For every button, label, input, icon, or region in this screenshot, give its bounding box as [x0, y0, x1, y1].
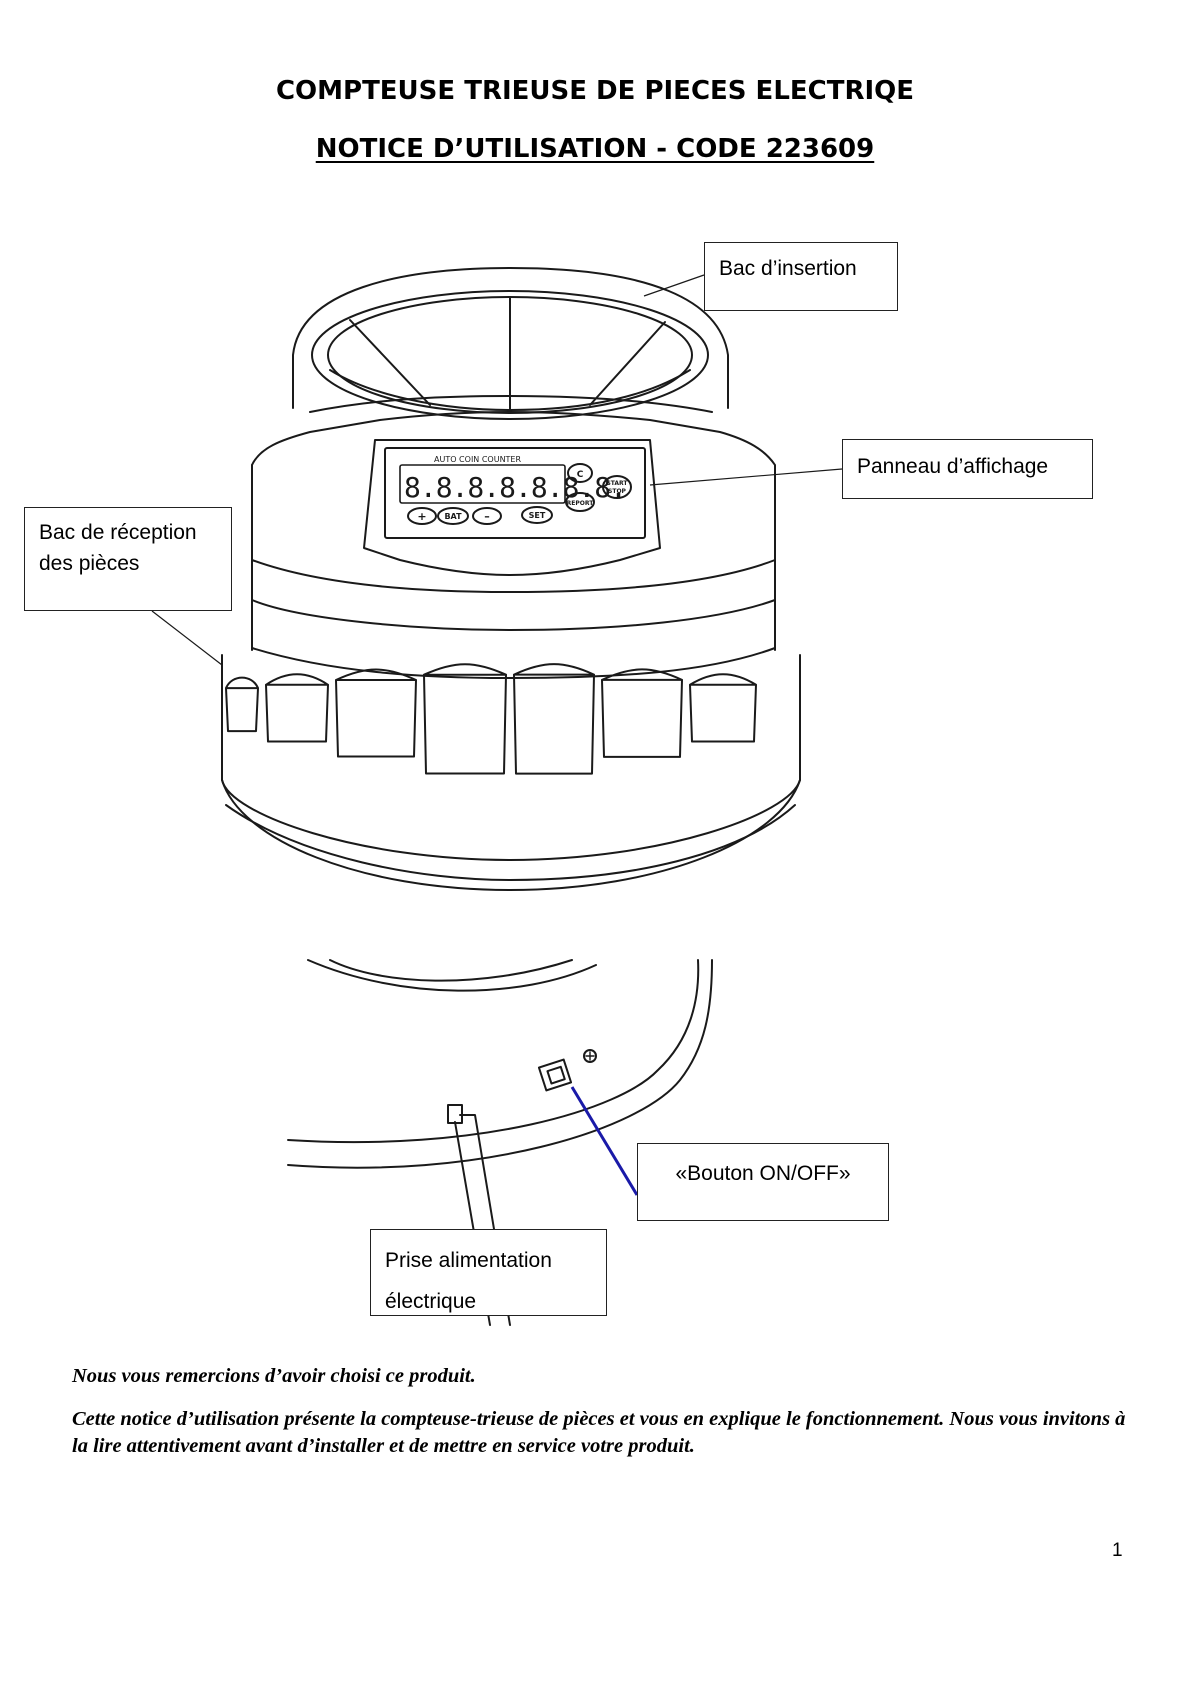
button-start-stop[interactable]: START STOP [602, 475, 632, 499]
coin-bin [689, 673, 757, 743]
button-minus-label: – [484, 510, 490, 523]
upper-housing [251, 411, 776, 601]
ground-symbol-icon [583, 1049, 597, 1063]
coin-bin [513, 663, 595, 775]
coin-bin [423, 663, 507, 775]
page-number: 1 [1112, 1540, 1123, 1561]
coin-bins [225, 663, 757, 775]
callout-insertion-tray: Bac d’insertion [704, 242, 898, 311]
button-bat-label: BAT [444, 512, 462, 521]
button-minus[interactable]: – [472, 507, 502, 525]
display-digits: 8.8.8.8.8.8.8. [404, 471, 626, 504]
display-panel-frame [363, 439, 661, 576]
on-off-switch[interactable] [537, 1058, 573, 1092]
button-set-label: SET [529, 511, 546, 520]
button-report-label: REPORT [567, 500, 595, 507]
button-stop-label: STOP [608, 488, 627, 495]
callout-power-socket: Prise alimentation électrique [370, 1229, 607, 1316]
intro-thanks: Nous vous remercions d’avoir choisi ce p… [72, 1365, 476, 1387]
intro-description: Cette notice d’utilisation présente la c… [72, 1408, 1126, 1457]
callout-on-off-label: «Bouton ON/OFF» [675, 1162, 851, 1185]
hopper-body [292, 267, 729, 409]
callout-power-line2: électrique [385, 1290, 477, 1313]
callout-power-line1: Prise alimentation [385, 1249, 552, 1272]
callout-on-off: «Bouton ON/OFF» [637, 1143, 889, 1221]
button-start-label: START [606, 480, 628, 487]
button-plus-label: + [417, 510, 426, 523]
on-off-leader-line [570, 1086, 639, 1196]
button-bat[interactable]: BAT [437, 507, 469, 525]
base-ring [221, 654, 801, 891]
button-report[interactable]: REPORT [565, 492, 595, 512]
document-title: COMPTEUSE TRIEUSE DE PIECES ELECTRIQE [275, 76, 915, 106]
button-set[interactable]: SET [521, 506, 553, 524]
detail-base-edge [287, 959, 700, 1144]
document-subtitle: NOTICE D’UTILISATION - CODE 223609 [315, 134, 875, 164]
panel-brand-label: AUTO COIN COUNTER [434, 455, 521, 464]
power-socket [447, 1104, 463, 1124]
coin-bin [335, 668, 417, 758]
button-clear-label: C [577, 470, 584, 480]
coin-bin [225, 676, 259, 733]
callout-display-panel: Panneau d’affichage [842, 439, 1093, 499]
leader-lines [151, 274, 843, 666]
callout-reception-line2: des pièces [39, 552, 140, 575]
callout-reception-line1: Bac de réception [39, 521, 197, 544]
coin-bin [265, 673, 329, 743]
coin-bin [601, 668, 683, 758]
callout-reception-tray: Bac de réception des pièces [24, 507, 232, 611]
callout-display-panel-label: Panneau d’affichage [857, 455, 1049, 478]
button-clear[interactable]: C [567, 463, 593, 483]
callout-insertion-tray-label: Bac d’insertion [719, 257, 857, 280]
hopper-rim [311, 290, 709, 420]
button-plus[interactable]: + [407, 507, 437, 525]
